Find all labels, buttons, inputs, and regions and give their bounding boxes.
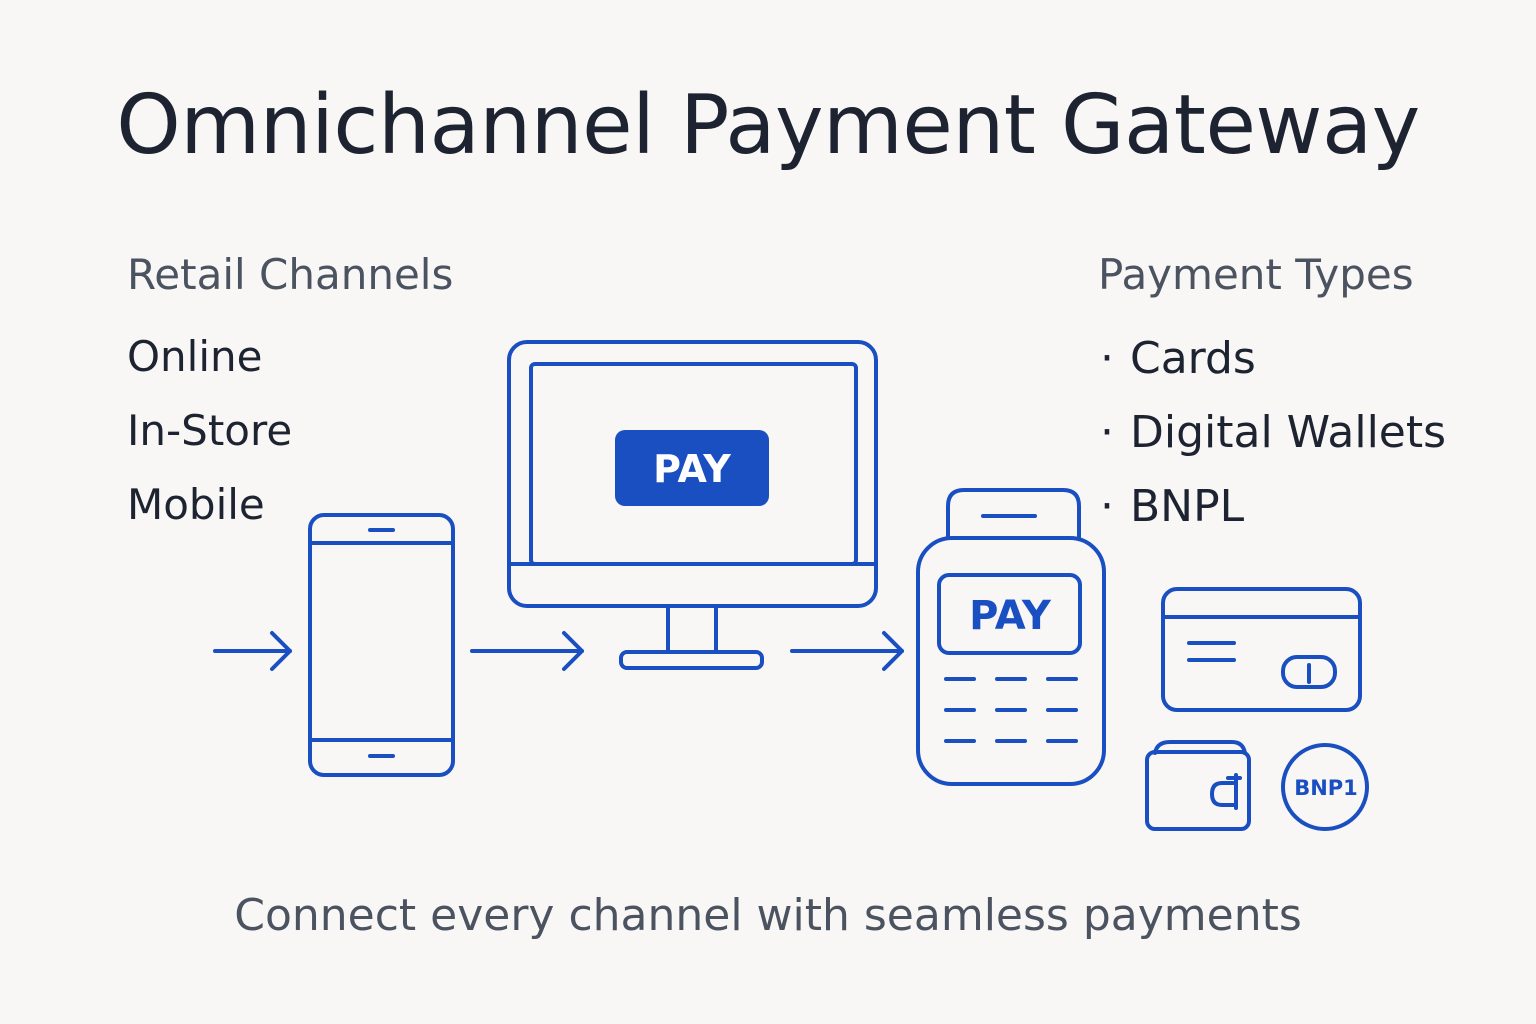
channel-online: Online [127,332,263,381]
channel-mobile: Mobile [127,480,265,529]
wallet-icon [1145,740,1251,831]
bullet-icon: · [1100,481,1114,532]
bnpl-badge-label: BNP1 [1294,776,1358,800]
terminal-pay-label: PAY [969,593,1052,639]
credit-card-icon [1161,587,1362,712]
payment-type-label: BNPL [1130,481,1245,532]
pos-terminal-icon [916,488,1106,786]
payment-type-cards: · Cards [1100,333,1256,384]
arrow-right-icon [790,631,904,671]
arrow-right-icon [470,631,584,671]
channel-in-store: In-Store [127,406,293,455]
monitor-pay-label: PAY [653,447,731,491]
payment-type-bnpl: · BNPL [1100,481,1244,532]
bullet-icon: · [1100,333,1114,384]
arrow-right-icon [213,631,292,671]
page-title: Omnichannel Payment Gateway [116,78,1420,173]
retail-channels-heading: Retail Channels [127,250,454,299]
desktop-monitor-icon [507,340,878,670]
payment-types-heading: Payment Types [1098,250,1414,299]
tagline: Connect every channel with seamless paym… [234,890,1302,941]
payment-type-label: Digital Wallets [1130,407,1447,458]
smartphone-icon [308,513,455,777]
bullet-icon: · [1100,407,1114,458]
payment-type-label: Cards [1130,333,1256,384]
monitor-pay-button[interactable] [615,430,769,506]
payment-type-digital-wallets: · Digital Wallets [1100,407,1446,458]
bnpl-badge-icon [1281,743,1369,831]
